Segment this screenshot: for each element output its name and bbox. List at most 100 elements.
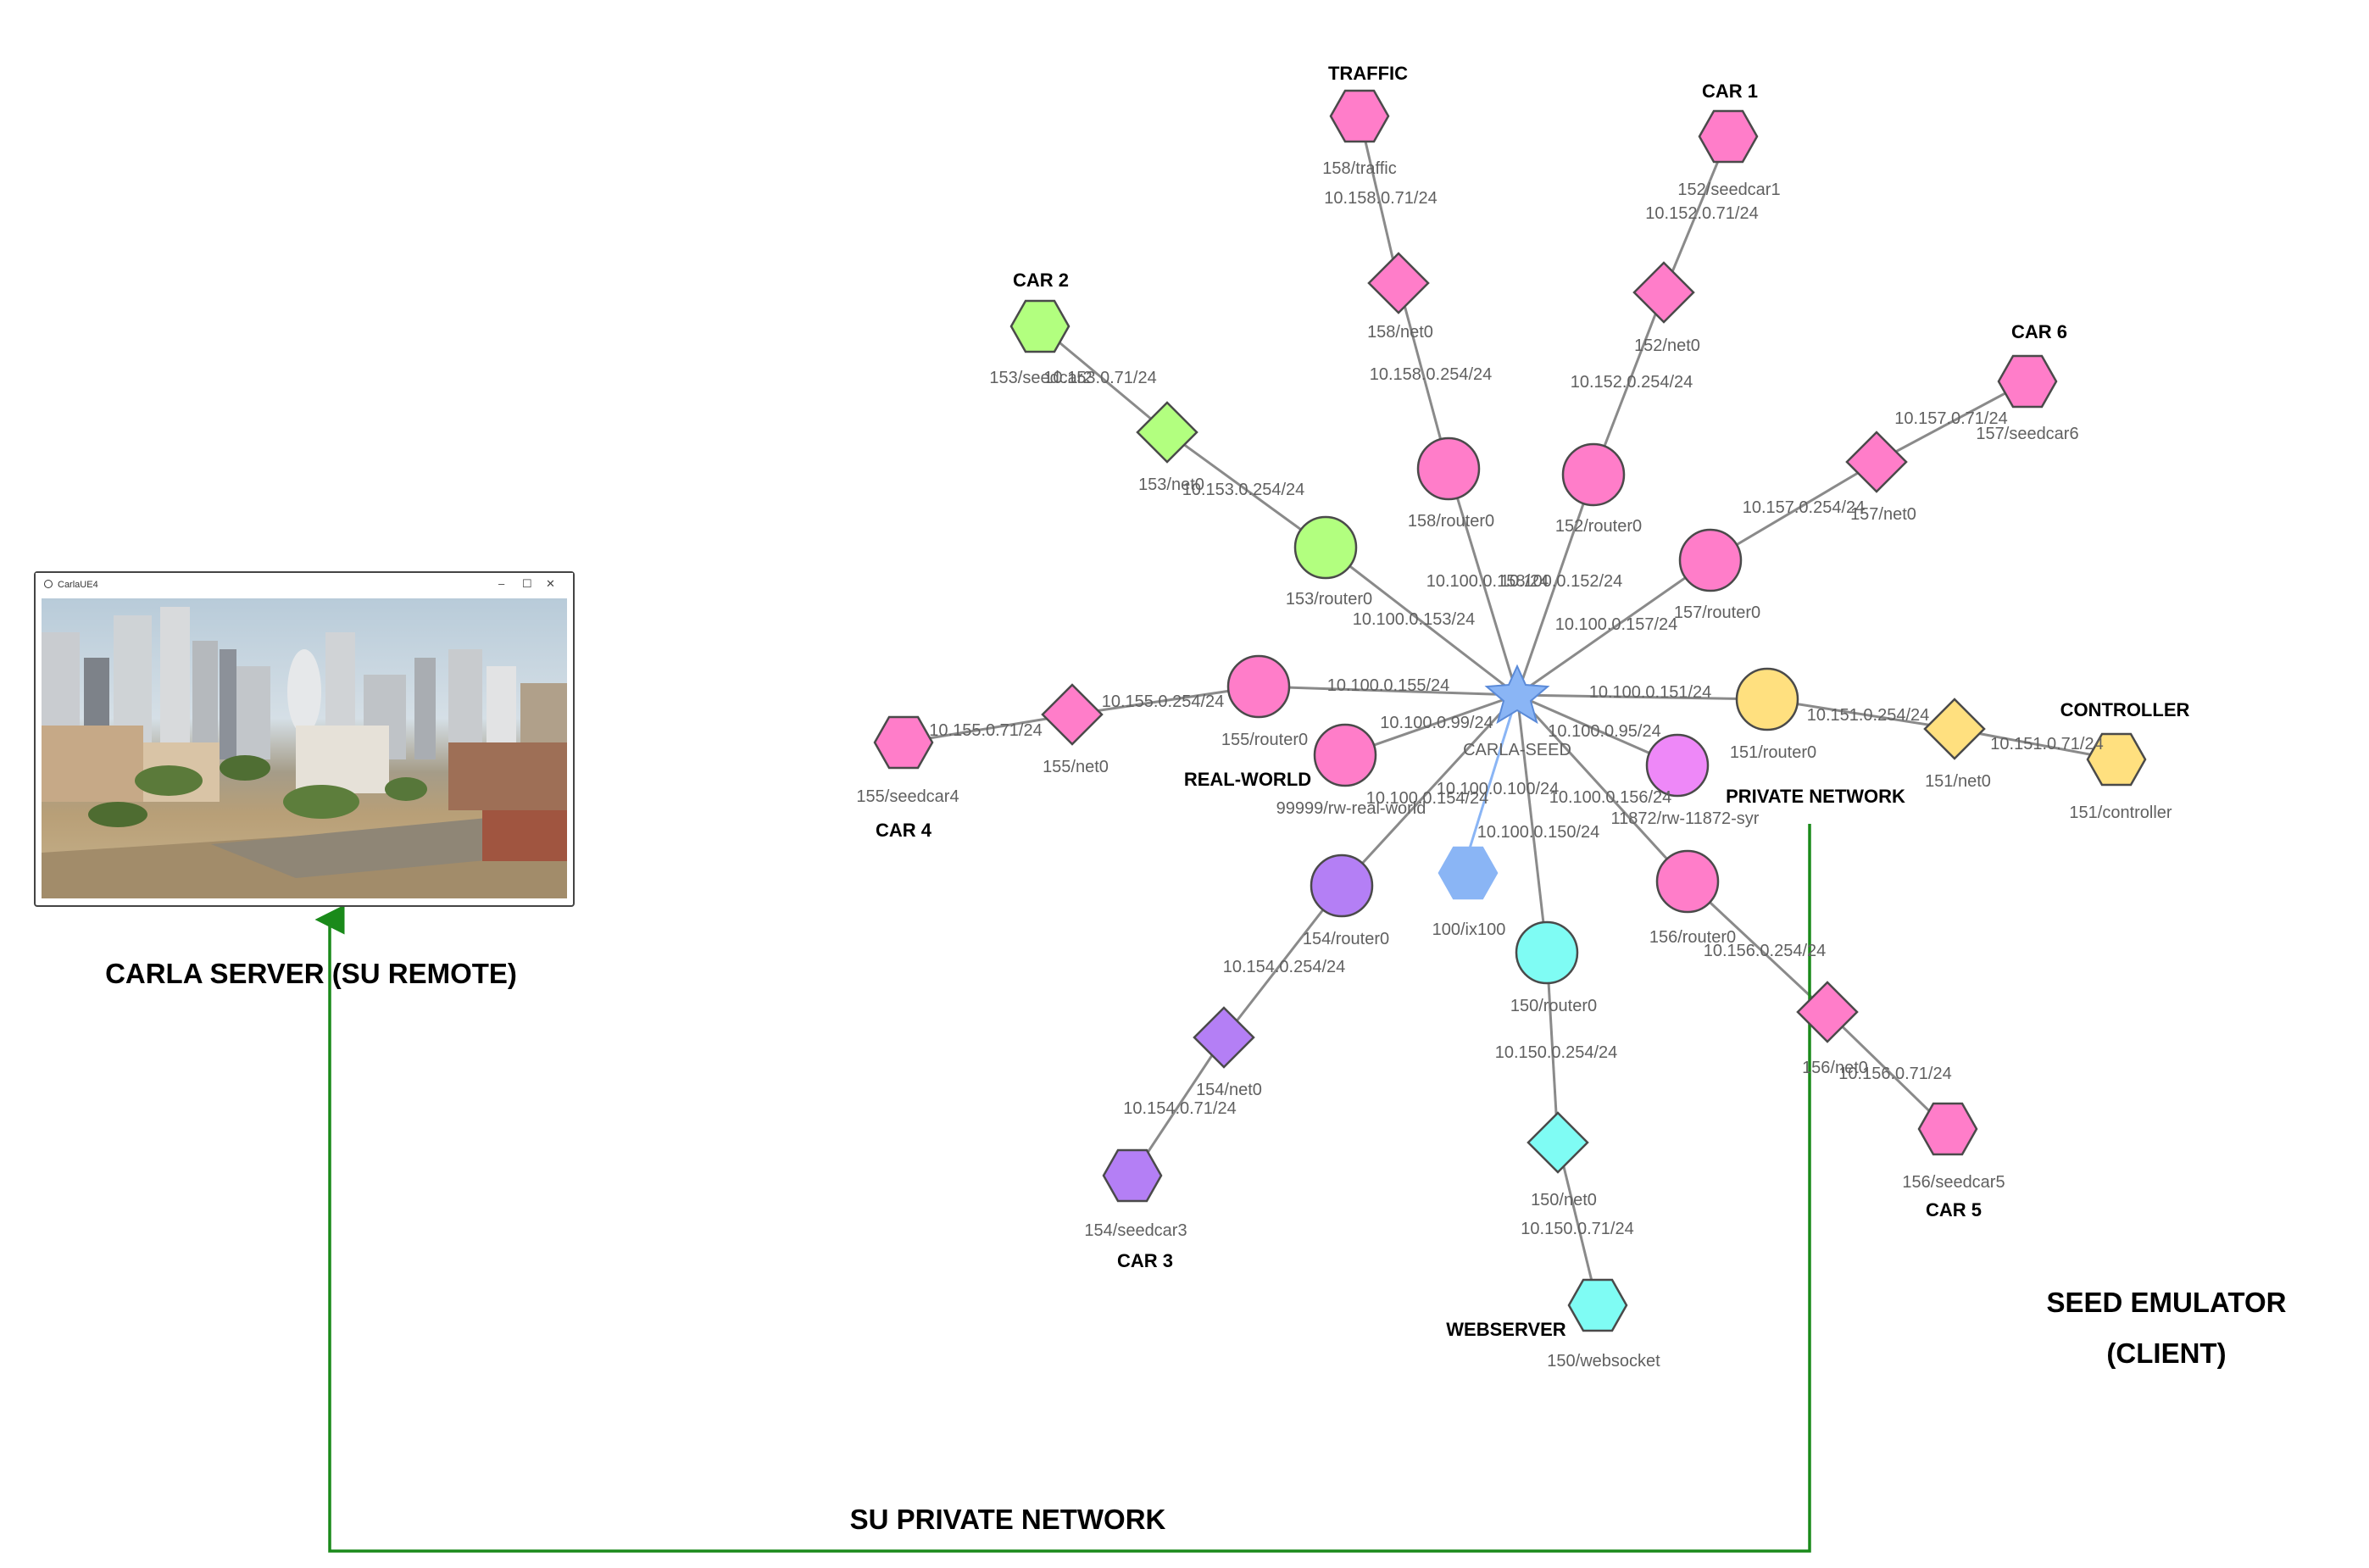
net150-node[interactable]	[1527, 1111, 1589, 1174]
car4-host-node[interactable]	[873, 715, 934, 770]
router151-node[interactable]	[1735, 667, 1799, 731]
label-carla-seed: CARLA-SEED	[1463, 741, 1571, 759]
label-router157: 157/router0	[1674, 603, 1760, 622]
net157-node[interactable]	[1845, 431, 1908, 493]
edge-router152-seed	[1515, 474, 1595, 696]
router154-node[interactable]	[1310, 854, 1374, 918]
net151-node[interactable]	[1923, 698, 1986, 760]
window-titlebar[interactable]: CarlaUE4 – ☐ ✕	[36, 573, 573, 597]
title-controller: CONTROLLER	[2060, 699, 2190, 720]
addr-156-71: 10.156.0.71/24	[1838, 1065, 1951, 1083]
car1-host-node[interactable]	[1698, 109, 1759, 164]
carla-seed-star-icon[interactable]	[1484, 664, 1550, 725]
addr-100-152: 10.100.0.152/24	[1500, 572, 1623, 591]
addr-152-254: 10.152.0.254/24	[1571, 373, 1693, 392]
label-net155: 155/net0	[1043, 758, 1109, 776]
addr-100-153: 10.100.0.153/24	[1353, 610, 1476, 629]
label-net153: 153/net0	[1138, 475, 1204, 494]
traffic-host-node[interactable]	[1329, 89, 1390, 143]
edge-net150-websocket	[1556, 1142, 1599, 1306]
router158-node[interactable]	[1416, 436, 1481, 501]
city-scene-image	[42, 607, 567, 898]
addr-155-254: 10.155.0.254/24	[1102, 692, 1225, 711]
car2-host-node[interactable]	[1009, 299, 1070, 353]
edge-seed-router151	[1516, 693, 1768, 701]
net155-node[interactable]	[1041, 683, 1104, 746]
label-router158: 158/router0	[1408, 512, 1494, 531]
addr-154-254: 10.154.0.254/24	[1223, 958, 1346, 976]
router150-node[interactable]	[1515, 920, 1579, 985]
label-router154: 154/router0	[1303, 930, 1389, 948]
heading-carla-server: CARLA SERVER (SU REMOTE)	[105, 958, 517, 989]
section-titles: TRAFFIC CAR 1 CAR 2 CAR 6 CONTROLLER REA…	[876, 63, 2190, 1340]
addr-100-156: 10.100.0.156/24	[1549, 788, 1672, 807]
su-private-network-link	[314, 824, 1811, 1553]
addr-157-254: 10.157.0.254/24	[1743, 498, 1866, 517]
router153-node[interactable]	[1293, 515, 1358, 580]
addr-151-254: 10.151.0.254/24	[1807, 706, 1930, 725]
edge-traffic-net158	[1358, 115, 1400, 284]
nodes	[873, 89, 2147, 1332]
close-icon[interactable]: ✕	[546, 577, 555, 590]
addr-100-100: 10.100.0.100/24	[1437, 780, 1560, 798]
label-router156: 156/router0	[1649, 928, 1736, 947]
minimize-icon[interactable]: –	[498, 577, 505, 590]
edge-seed-router154	[1340, 693, 1519, 887]
addr-100-99: 10.100.0.99/24	[1380, 714, 1493, 732]
addr-153-71: 10.153.0.71/24	[1043, 369, 1156, 387]
addr-153-254: 10.153.0.254/24	[1182, 481, 1305, 499]
heading-client: (CLIENT)	[2106, 1337, 2226, 1369]
label-net157: 157/net0	[1850, 505, 1916, 524]
title-webserver: WEBSERVER	[1446, 1319, 1566, 1340]
title-car6: CAR 6	[2011, 321, 2067, 342]
router152-node[interactable]	[1561, 442, 1626, 507]
label-router151: 151/router0	[1730, 743, 1816, 762]
router157-node[interactable]	[1678, 528, 1743, 592]
net158-node[interactable]	[1367, 252, 1430, 314]
edge-seed-router150	[1515, 694, 1549, 954]
addr-150-254: 10.150.0.254/24	[1495, 1043, 1618, 1062]
label-car4-host: 155/seedcar4	[856, 787, 959, 806]
net152-node[interactable]	[1632, 261, 1695, 324]
ix100-node[interactable]	[1438, 846, 1499, 900]
title-car2: CAR 2	[1013, 270, 1069, 291]
net154-node[interactable]	[1193, 1006, 1255, 1069]
label-ix100: 100/ix100	[1432, 920, 1506, 939]
addr-154-71: 10.154.0.71/24	[1123, 1099, 1236, 1118]
edge-net153-router153	[1166, 431, 1326, 549]
controller-host-node[interactable]	[2086, 732, 2147, 787]
title-car4: CAR 4	[876, 820, 932, 841]
addr-155-71: 10.155.0.71/24	[929, 721, 1042, 740]
car6-host-node[interactable]	[1997, 354, 2058, 409]
label-net151: 151/net0	[1925, 772, 1991, 791]
edge-net157-router157	[1710, 460, 1877, 562]
title-car3: CAR 3	[1117, 1250, 1173, 1271]
label-router150: 150/router0	[1510, 997, 1597, 1015]
addr-158-254: 10.158.0.254/24	[1370, 365, 1493, 384]
edge-router154-net154	[1222, 885, 1343, 1038]
addr-100-158: 10.100.0.158/24	[1426, 572, 1549, 591]
websocket-node[interactable]	[1567, 1278, 1628, 1332]
router156-node[interactable]	[1655, 849, 1720, 914]
label-realworld: 99999/rw-real-world	[1276, 799, 1426, 818]
window-title: CarlaUE4	[58, 580, 98, 590]
carla-city-render[interactable]	[42, 598, 567, 898]
router155-node[interactable]	[1226, 654, 1291, 719]
addr-100-154: 10.100.0.154/24	[1366, 789, 1489, 808]
title-private-network: PRIVATE NETWORK	[1726, 786, 1905, 807]
edge-net156-car5	[1826, 1010, 1949, 1131]
realworld-node[interactable]	[1313, 723, 1377, 787]
edge-router150-net150	[1545, 952, 1560, 1143]
edge-router155-seed	[1258, 685, 1518, 697]
edge-seed-router156	[1515, 693, 1689, 883]
rwsyr-node[interactable]	[1645, 733, 1710, 798]
maximize-icon[interactable]: ☐	[522, 577, 532, 590]
carla-server-window[interactable]: CarlaUE4 – ☐ ✕	[34, 571, 575, 907]
car5-host-node[interactable]	[1917, 1102, 1978, 1156]
addr-151-71: 10.151.0.71/24	[1990, 735, 2103, 753]
heading-seed-emulator: SEED EMULATOR	[2047, 1287, 2287, 1318]
title-traffic: TRAFFIC	[1328, 63, 1408, 84]
car3-host-node[interactable]	[1102, 1148, 1163, 1203]
net156-node[interactable]	[1796, 981, 1859, 1043]
net153-node[interactable]	[1136, 401, 1198, 464]
